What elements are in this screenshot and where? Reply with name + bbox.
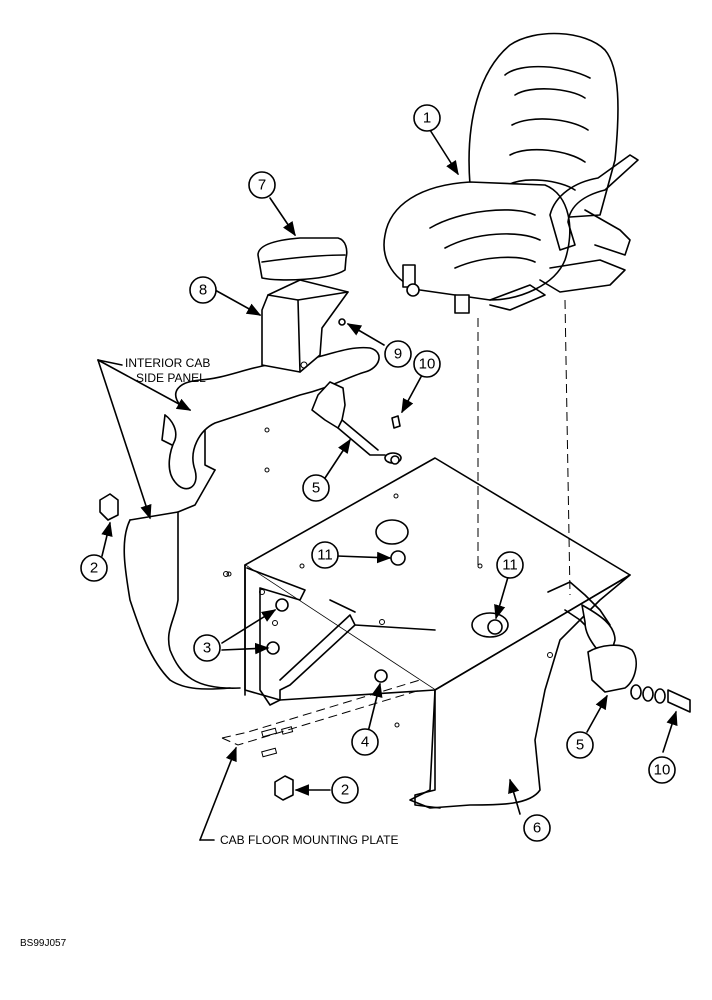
label-cab-floor-mounting-plate: CAB FLOOR MOUNTING PLATE [220,833,398,847]
callout-4-text: 4 [361,734,369,751]
callout-1: 1 [413,104,441,132]
callout-1-text: 1 [423,110,431,127]
callout-11b-text: 11 [502,557,518,574]
cab-floor-mounting-plate [221,679,421,758]
seat-belt-right [547,581,691,713]
armrest-assembly [257,237,349,373]
figure-code: BS99J057 [20,938,67,949]
callout-9-text: 9 [394,346,402,363]
callout-10b: 10 [648,756,676,784]
callout-9: 9 [384,340,412,368]
callout-5b: 5 [566,731,594,759]
callout-10a: 10 [413,350,441,378]
callout-2a-text: 2 [90,560,98,577]
leader-lines [97,129,678,841]
callout-7-text: 7 [258,177,266,194]
label-side-panel: SIDE PANEL [136,371,206,385]
callout-11a-text: 11 [317,547,333,564]
callout-11a: 11 [311,541,339,569]
callout-8-text: 8 [199,282,207,299]
callout-2b: 2 [331,776,359,804]
callout-4: 4 [351,728,379,756]
callout-7: 7 [248,171,276,199]
callout-5a: 5 [302,474,330,502]
callout-10a-text: 10 [419,356,436,373]
callout-6-text: 6 [533,820,541,837]
callout-2a: 2 [80,554,108,582]
callout-6: 6 [523,814,551,842]
operator-seat [383,32,639,596]
seat-belt-buckle-left [311,381,402,464]
interior-cab-side-panel [123,346,380,690]
callout-3-text: 3 [203,640,211,657]
callout-3: 3 [193,634,221,662]
callout-8: 8 [189,276,217,304]
callout-5b-text: 5 [576,737,584,754]
seat-base-box [223,457,631,809]
fasteners [99,455,503,801]
callout-5a-text: 5 [312,480,320,497]
label-interior-cab: INTERIOR CAB [125,356,210,370]
callout-11b: 11 [496,551,524,579]
callout-2b-text: 2 [341,782,349,799]
callout-10b-text: 10 [654,762,671,779]
